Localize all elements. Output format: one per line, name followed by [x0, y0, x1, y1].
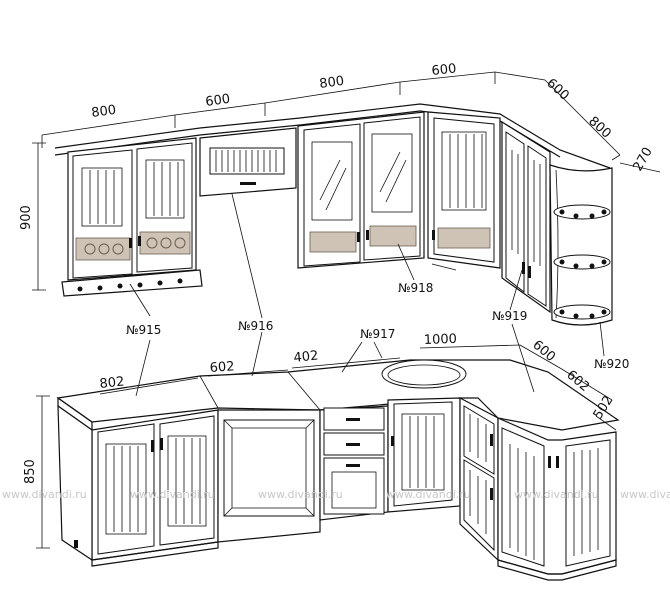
dim-upper-800-b: 800 — [318, 74, 345, 92]
upper-cabinet-919 — [501, 120, 551, 314]
label-n918: №918 — [398, 281, 433, 295]
dim-upper-900: 900 — [19, 205, 34, 230]
upper-cabinet-916 — [199, 127, 297, 197]
dim-upper-600-c: 600 — [543, 76, 571, 104]
drawer-cabinet-402 — [319, 405, 389, 521]
leader-lines — [129, 193, 605, 397]
watermark-2: www.divandi.ru — [130, 488, 215, 501]
upper-cabinet-920 — [549, 164, 613, 326]
module-labels: №915 №916 №917 №918 №919 №920 — [126, 281, 629, 371]
dim-upper-270: 270 — [630, 145, 655, 174]
upper-cabinet-915 — [61, 137, 203, 297]
upper-cabinet-918 — [427, 111, 501, 269]
upper-cabinet-917 — [297, 111, 425, 269]
dimension-texts: 800 600 800 600 600 800 270 900 802 602 … — [19, 61, 656, 484]
sink-base-cabinet — [387, 397, 461, 513]
dim-lower-802: 802 — [99, 374, 125, 392]
dim-lower-602-a: 602 — [209, 359, 235, 376]
dim-lower-1000: 1000 — [424, 332, 458, 348]
label-n915: №915 — [126, 323, 161, 337]
watermark-5: www.divandi.ru — [514, 488, 599, 501]
watermark-6: www.divandi.ru — [620, 488, 670, 501]
lower-cabinets — [36, 344, 620, 581]
dim-lower-402: 402 — [293, 348, 319, 366]
label-n920: №920 — [594, 357, 629, 371]
watermark-band: www.divandi.ru www.divandi.ru www.divand… — [2, 488, 670, 501]
corner-cabinet-602 — [459, 397, 499, 562]
dim-upper-800-c: 800 — [585, 114, 613, 142]
dim-upper-600-b: 600 — [431, 61, 457, 79]
base-cabinet-802 — [57, 404, 219, 567]
watermark-4: www.divandi.ru — [386, 488, 471, 501]
dim-upper-600-a: 600 — [204, 92, 231, 110]
oven-space-602 — [217, 409, 321, 543]
label-n916: №916 — [238, 319, 273, 333]
end-cabinet-502 — [497, 417, 617, 581]
dim-lower-850: 850 — [23, 459, 38, 484]
countertop — [56, 359, 620, 432]
watermark-3: www.divandi.ru — [258, 488, 343, 501]
label-n917: №917 — [360, 327, 395, 341]
dim-lower-600: 600 — [529, 338, 558, 365]
lower-dimension-lines — [36, 344, 617, 549]
sink — [381, 359, 467, 389]
label-n919: №919 — [492, 309, 527, 323]
watermark-1: www.divandi.ru — [2, 488, 87, 501]
upper-dimension-lines — [32, 71, 661, 291]
dim-upper-800-a: 800 — [90, 103, 117, 121]
upper-cabinets — [32, 71, 661, 326]
